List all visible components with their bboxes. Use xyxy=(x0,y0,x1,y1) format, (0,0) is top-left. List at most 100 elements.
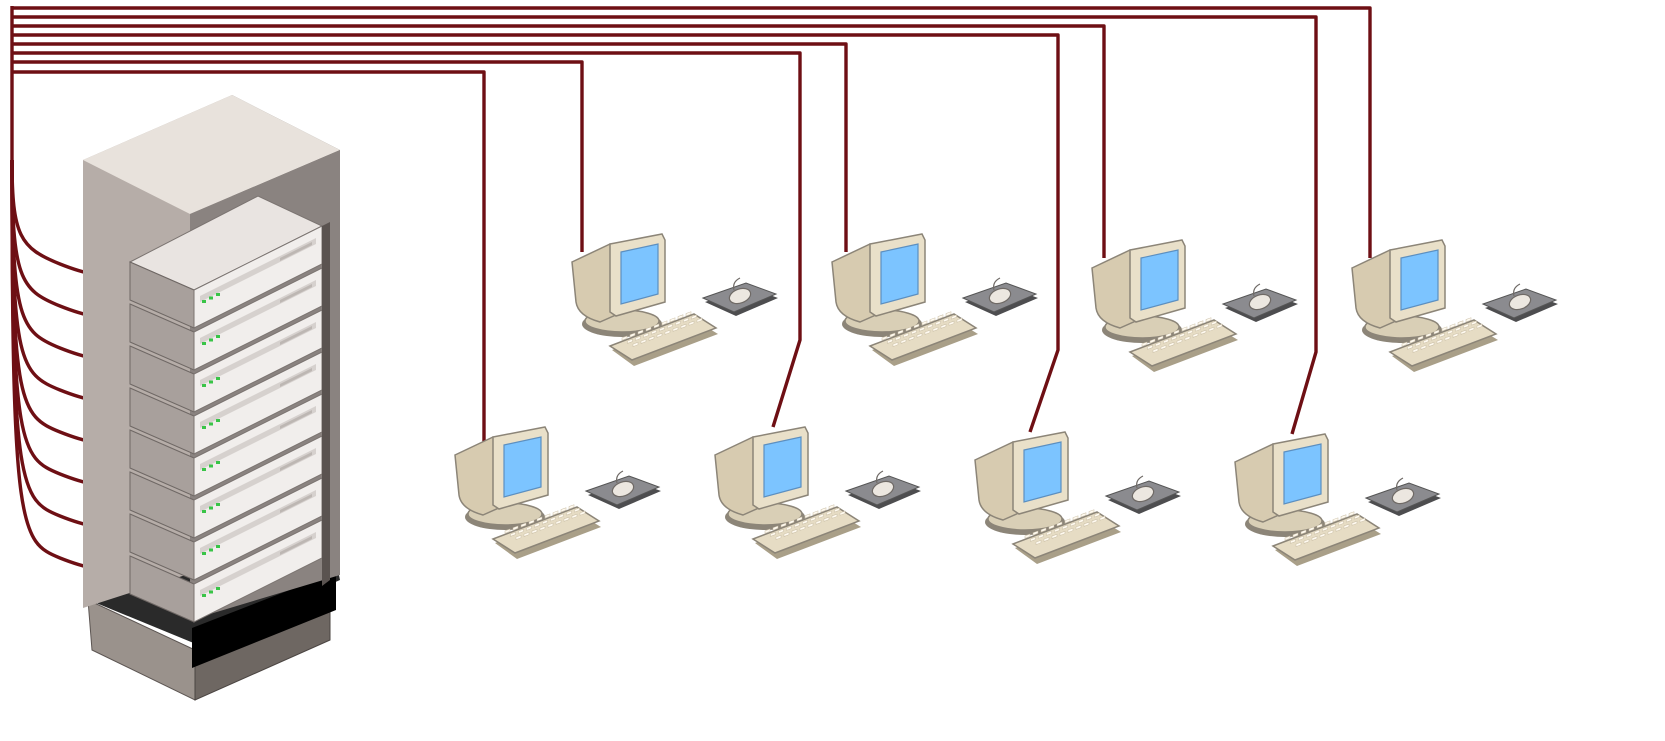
keyboard-key xyxy=(1043,536,1050,542)
monitor-screen xyxy=(620,243,659,305)
keyboard-key xyxy=(1173,329,1180,335)
keyboard-key xyxy=(770,531,776,537)
keyboard xyxy=(868,313,978,361)
keyboard-key xyxy=(881,335,888,341)
keyboard-key xyxy=(1311,535,1318,541)
keyboard-key xyxy=(889,332,896,338)
keyboard-key xyxy=(1147,344,1153,350)
keyboard-key xyxy=(669,317,676,323)
keyboard-key xyxy=(948,320,955,326)
keyboard-key xyxy=(1359,517,1366,523)
drive-slot xyxy=(280,326,312,345)
workstation-ws-bottom-4 xyxy=(1234,433,1441,566)
keyboard-key xyxy=(680,323,687,329)
keyboard-key xyxy=(1324,520,1331,526)
status-led xyxy=(202,510,206,513)
keyboard-key xyxy=(1460,329,1467,335)
keyboard-key xyxy=(908,335,915,341)
keyboard-key xyxy=(791,528,798,534)
keyboard-key xyxy=(1314,529,1320,535)
keyboard-key xyxy=(1455,326,1461,332)
keyboard-key xyxy=(1062,524,1068,530)
keyboard-key xyxy=(550,516,556,522)
mouse xyxy=(988,287,1012,305)
keyboard-key xyxy=(531,528,538,534)
status-led xyxy=(216,419,220,422)
keyboard-keys xyxy=(1141,317,1223,353)
status-led xyxy=(209,380,213,384)
workstation-ws-top-4 xyxy=(1351,239,1558,372)
keyboard-key xyxy=(780,522,787,528)
keyboard-key xyxy=(1032,530,1039,536)
keyboard-key xyxy=(788,519,795,525)
keyboard-key xyxy=(935,320,941,326)
keyboard-key xyxy=(571,513,578,519)
keyboard-key xyxy=(1216,323,1223,329)
keyboard-key xyxy=(802,519,808,525)
keyboard-key xyxy=(1417,335,1424,341)
keyboard-key xyxy=(831,513,838,519)
keyboard-key xyxy=(1407,344,1413,350)
keyboard-key xyxy=(539,525,546,531)
status-led xyxy=(216,461,220,464)
keyboard-key xyxy=(640,338,647,344)
status-led xyxy=(209,422,213,426)
network-cable xyxy=(12,15,1318,435)
keyboard-key xyxy=(1024,533,1031,539)
mouse-cord xyxy=(616,470,624,484)
keyboard-key xyxy=(1292,532,1299,538)
server-unit xyxy=(129,519,323,623)
keyboard-key xyxy=(1303,538,1310,544)
keyboard-key xyxy=(887,338,893,344)
keyboard-key xyxy=(1463,323,1469,329)
keyboard-key xyxy=(560,507,567,513)
keyboard-key xyxy=(579,510,586,516)
workstation-ws-bottom-2 xyxy=(714,426,921,559)
keyboard-key xyxy=(895,335,901,341)
server-unit xyxy=(129,393,323,497)
keyboard-key xyxy=(534,522,540,528)
keyboard-key xyxy=(683,317,689,323)
keyboard-key xyxy=(563,516,570,522)
keyboard-key xyxy=(1449,323,1456,329)
keyboard-key xyxy=(568,504,575,510)
keyboard-key xyxy=(772,525,779,531)
monitor-screen xyxy=(1400,249,1439,311)
keyboard-key xyxy=(552,510,559,516)
keyboard-keys xyxy=(1401,317,1483,353)
keyboard-key xyxy=(1197,320,1204,326)
keyboard xyxy=(608,313,718,361)
keyboard-key xyxy=(1038,533,1044,539)
keyboard xyxy=(1128,319,1238,367)
mouse xyxy=(1131,485,1155,503)
keyboard-key xyxy=(1436,338,1443,344)
status-led xyxy=(216,545,220,548)
keyboard-key xyxy=(892,341,899,347)
keyboard-keys xyxy=(881,311,963,347)
keyboard-key xyxy=(1171,335,1177,341)
keyboard-key xyxy=(515,534,522,540)
server-front-bevel xyxy=(200,364,316,428)
drive-slot xyxy=(280,242,312,261)
network-cable xyxy=(12,33,1060,433)
keyboard-key xyxy=(1306,532,1312,538)
keyboard-key xyxy=(1295,541,1302,547)
server-front-bevel xyxy=(200,322,316,386)
keyboard-key xyxy=(688,320,695,326)
keyboard-keys xyxy=(621,311,703,347)
keyboard-key xyxy=(1163,338,1169,344)
keyboard-key xyxy=(1465,317,1472,323)
monitor-screen xyxy=(1283,443,1322,505)
keyboard-key xyxy=(1094,512,1100,518)
keyboard-key xyxy=(1425,332,1432,338)
keyboard-key xyxy=(661,320,668,326)
keyboard-key xyxy=(1176,338,1183,344)
keyboard-key xyxy=(518,528,524,534)
keyboard-key xyxy=(903,332,909,338)
keyboard-key xyxy=(1290,538,1296,544)
keyboard-key xyxy=(1439,332,1445,338)
workstation-ws-bottom-3 xyxy=(974,431,1181,564)
status-led xyxy=(202,552,206,555)
mouse-cord xyxy=(876,470,884,484)
